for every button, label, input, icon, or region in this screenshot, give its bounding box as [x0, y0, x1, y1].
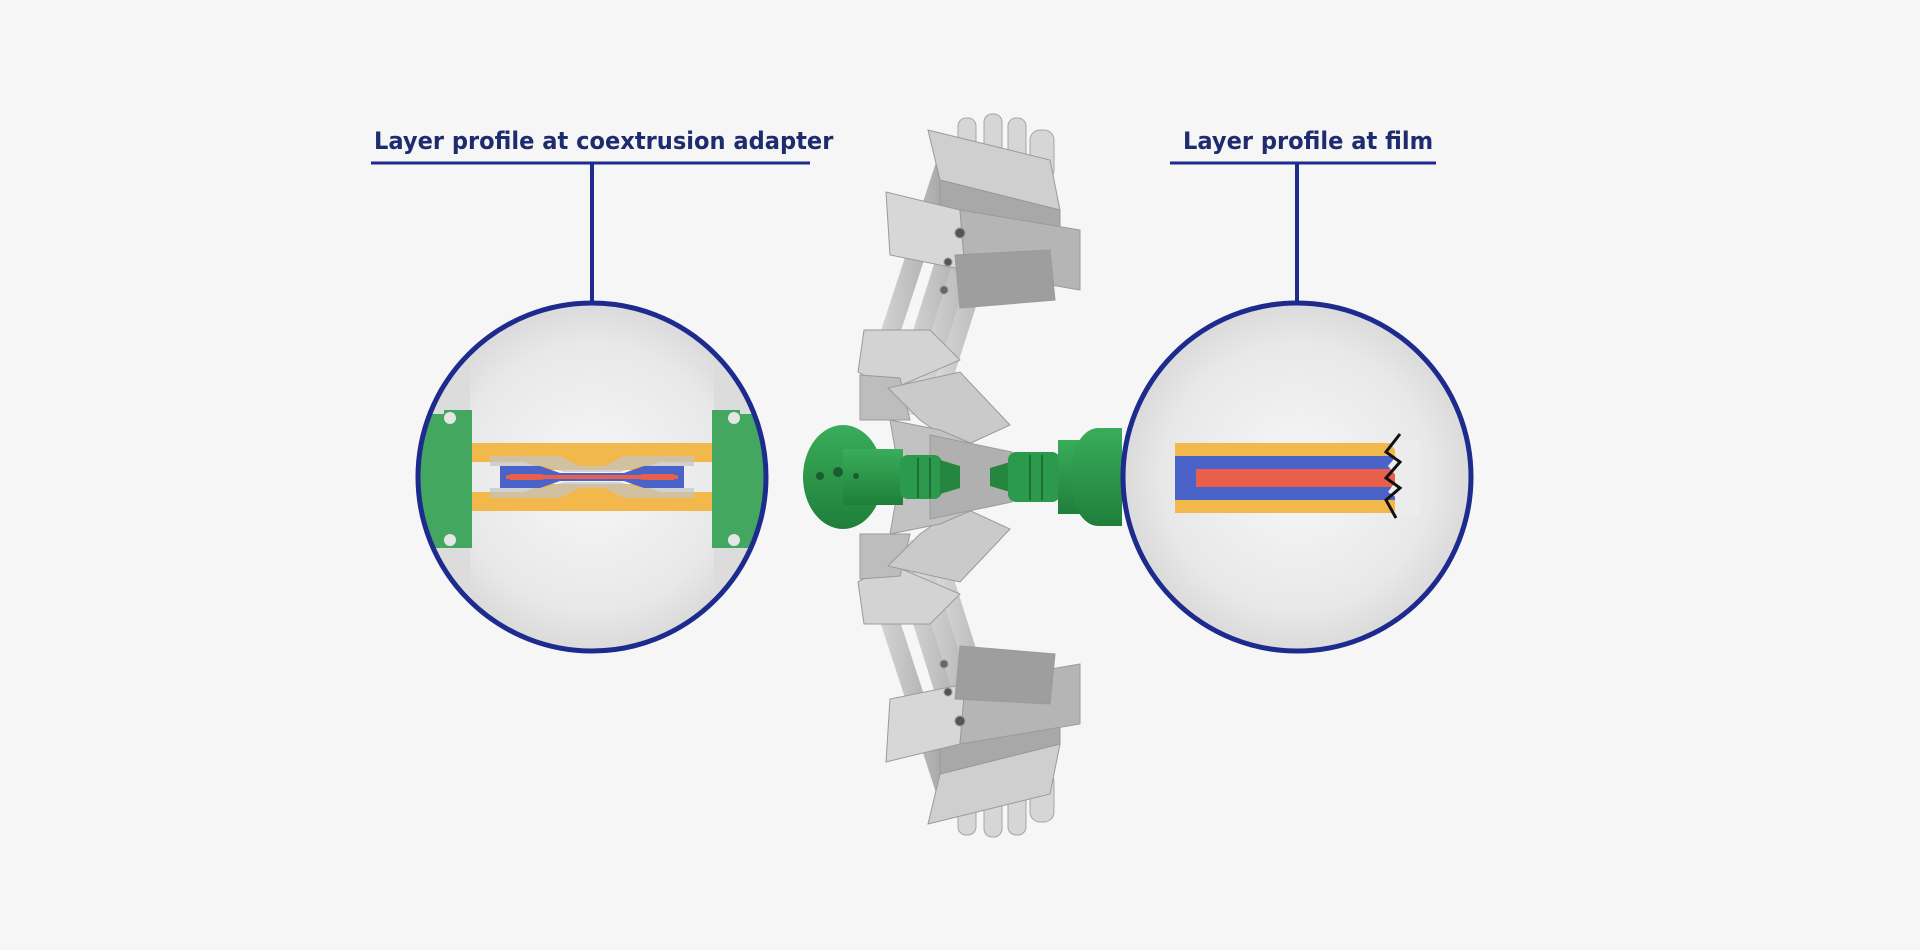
callout-label-coextrusion-adapter: Layer profile at coextrusion adapter: [374, 127, 834, 155]
coextrusion-adapter-cross-section-icon: [415, 300, 769, 654]
callout-connector-left: [371, 161, 810, 302]
callout-connector-right: [1170, 161, 1436, 302]
film-layer-profile-icon: [1120, 300, 1474, 654]
coextrusion-feedblock-assembly-icon: [803, 113, 1126, 838]
callout-label-film: Layer profile at film: [1183, 127, 1434, 155]
